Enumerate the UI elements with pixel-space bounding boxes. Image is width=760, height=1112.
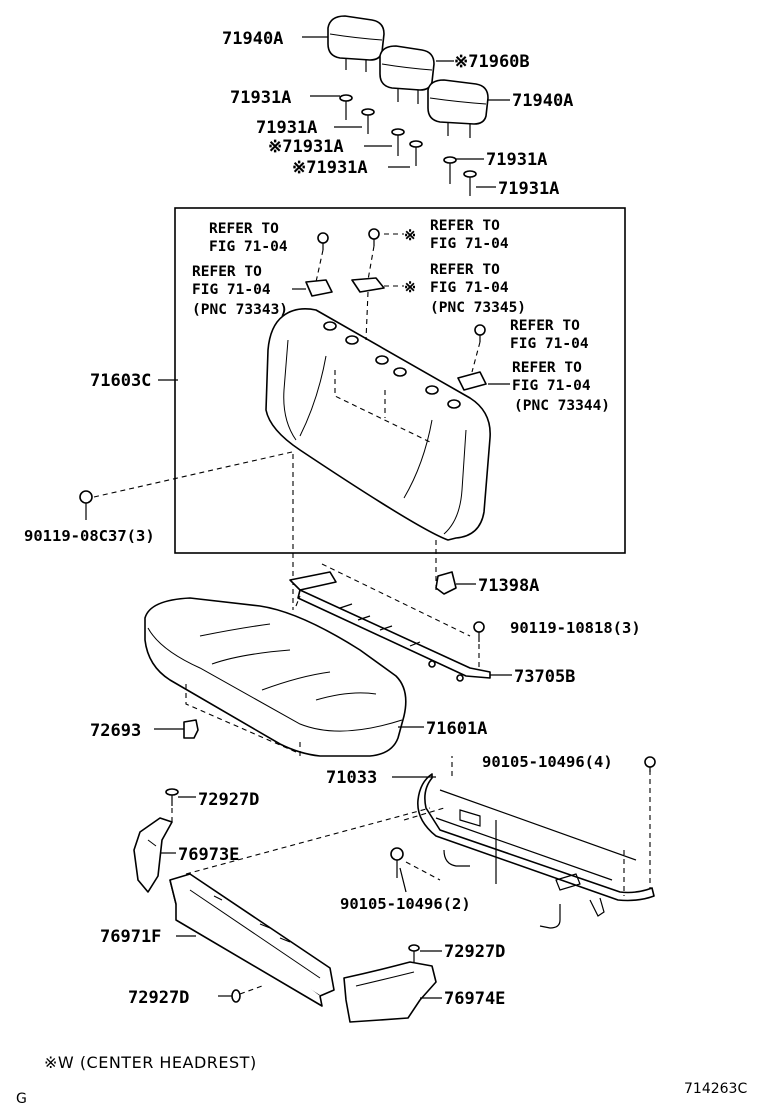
- cover-76971f: [169, 807, 431, 1007]
- hinge-cover-71398a: [435, 571, 457, 595]
- label-90119-08c37: 90119-08C37(3): [24, 527, 155, 545]
- back-hinge-parts: [292, 228, 510, 391]
- ref-1-line1: REFER TO: [209, 221, 279, 237]
- ref-1-line2: FIG 71-04: [209, 239, 288, 255]
- support-pins: [339, 94, 477, 196]
- label-71931a-3: ※71931A: [268, 137, 344, 157]
- ref-2-line1: REFER TO: [430, 218, 500, 234]
- label-73705b: 73705B: [514, 667, 575, 687]
- ref-5-line2: FIG 71-04: [510, 336, 589, 352]
- label-90105-10496-4: 90105-10496(4): [482, 753, 613, 771]
- headrest-holes: [323, 321, 461, 409]
- label-71033: 71033: [326, 768, 377, 788]
- label-76974e: 76974E: [444, 989, 505, 1009]
- ref-4-line2: FIG 71-04: [430, 280, 509, 296]
- ref-4-mark: ※: [404, 280, 416, 296]
- hinge-bar: [289, 563, 491, 682]
- corner-code: G: [16, 1091, 27, 1107]
- ref-2-line2: FIG 71-04: [430, 236, 509, 252]
- ref-3-line1: REFER TO: [192, 264, 262, 280]
- label-71931a-2: 71931A: [256, 118, 317, 138]
- label-76973e: 76973E: [178, 845, 239, 865]
- legend-note: ※W (CENTER HEADREST): [44, 1053, 257, 1072]
- label-71931a-6: 71931A: [498, 179, 559, 199]
- label-72693: 72693: [90, 721, 141, 741]
- seat-back: [265, 308, 491, 541]
- label-76971f: 76971F: [100, 927, 161, 947]
- label-71940a-left: 71940A: [222, 29, 283, 49]
- ref-5-line1: REFER TO: [510, 318, 580, 334]
- bolt-frame-bottom: [390, 847, 404, 878]
- seat-cushion: [144, 597, 407, 757]
- clip-72693: [183, 719, 199, 739]
- garnish-76974e: [343, 961, 437, 1023]
- label-71601a: 71601A: [426, 719, 487, 739]
- ref-6-line3: (PNC 73344): [514, 398, 610, 414]
- figure-id: 714263C: [684, 1081, 747, 1097]
- label-90119-10818: 90119-10818(3): [510, 619, 641, 637]
- screw-72927d-1: [165, 788, 179, 806]
- label-71603c: 71603C: [90, 371, 151, 391]
- label-90105-10496-2: 90105-10496(2): [340, 895, 471, 913]
- screw-72927d-3: [218, 989, 241, 1003]
- bolt-frame-top: [644, 756, 656, 772]
- label-72927d-1: 72927D: [198, 790, 259, 810]
- label-71931a-4: ※71931A: [292, 158, 368, 178]
- ref-4-line1: REFER TO: [430, 262, 500, 278]
- ref-3-line2: FIG 71-04: [192, 282, 271, 298]
- label-71398a: 71398A: [478, 576, 539, 596]
- headrest-left: [327, 15, 385, 72]
- ref-2-mark: ※: [404, 228, 416, 244]
- label-71960b: ※71960B: [454, 52, 530, 72]
- garnish-76973e: [133, 817, 173, 893]
- seat-frame: [403, 756, 655, 929]
- screw-72927d-2: [408, 944, 420, 962]
- headrest-right: [427, 79, 489, 138]
- ref-3-line3: (PNC 73343): [192, 302, 288, 318]
- label-71931a-5: 71931A: [486, 150, 547, 170]
- label-72927d-2: 72927D: [444, 942, 505, 962]
- bolt-back: [79, 490, 93, 520]
- label-71931a-1: 71931A: [230, 88, 291, 108]
- headrest-center: [379, 45, 435, 104]
- ref-6-line1: REFER TO: [512, 360, 582, 376]
- label-72927d-3: 72927D: [128, 988, 189, 1008]
- ref-4-line3: (PNC 73345): [430, 300, 526, 316]
- label-71940a-right: 71940A: [512, 91, 573, 111]
- ref-6-line2: FIG 71-04: [512, 378, 591, 394]
- bolt-hinge: [473, 621, 485, 642]
